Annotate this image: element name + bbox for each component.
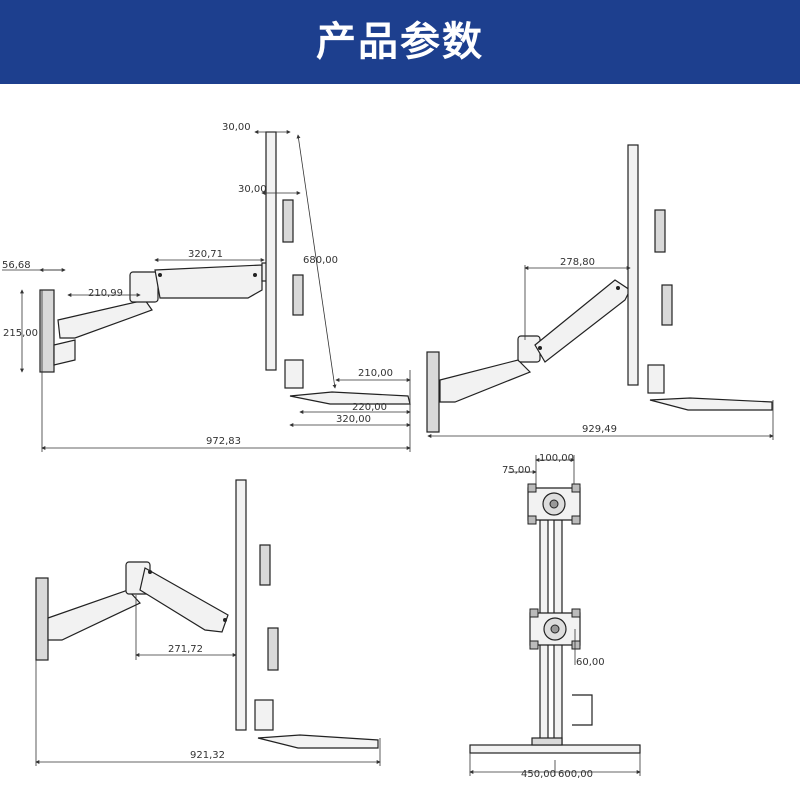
dim-label: 56,68	[2, 260, 31, 271]
dim-label: 220,00	[352, 402, 387, 413]
header-banner: 产品参数	[0, 0, 800, 84]
view-side-lowered: 271,72 921,32	[35, 479, 381, 766]
dim-label: 215,00	[3, 328, 38, 339]
view-side-raised: 278,80 929,49	[426, 144, 774, 440]
lower-vesa-mount	[292, 274, 304, 316]
dim-label: 100,00	[539, 453, 574, 464]
dim-label: 271,72	[168, 644, 203, 655]
wall-plate	[426, 351, 440, 433]
dim-label: 278,80	[560, 257, 595, 268]
view-front: 100,00 75,00 60,00 450,00 600,00	[469, 453, 641, 780]
pole-base	[647, 364, 665, 394]
keyboard-tray	[289, 391, 411, 405]
dim-label: 921,32	[190, 750, 225, 761]
upper-vesa-mount	[654, 209, 666, 253]
gas-spring-arm	[534, 279, 631, 363]
gas-spring-arm	[139, 567, 229, 633]
dim-label: 30,00	[222, 122, 251, 133]
gas-spring-arm	[154, 264, 263, 299]
dim-label: 450,00	[521, 769, 556, 780]
lower-vesa-mount	[661, 284, 673, 326]
first-arm	[439, 359, 532, 403]
vertical-pole	[235, 479, 247, 731]
pole-base	[254, 699, 274, 731]
dim-label: 929,49	[582, 424, 617, 435]
wall-bracket	[53, 339, 76, 366]
wall-plate	[39, 289, 55, 373]
dim-label: 60,00	[576, 657, 605, 668]
view-side-extended: 30,00 30,00 680,00 56,68 320,71 210,99 2…	[2, 122, 411, 452]
dim-label: 600,00	[558, 769, 593, 780]
pole-base	[284, 359, 304, 389]
vertical-pole	[265, 131, 277, 371]
tray-bracket	[531, 737, 563, 746]
dim-label: 320,00	[336, 414, 371, 425]
upper-vesa-mount	[259, 544, 271, 586]
first-arm	[57, 299, 153, 339]
dim-label: 210,00	[358, 368, 393, 379]
arm-joint	[129, 271, 159, 303]
dim-label: 972,83	[206, 436, 241, 447]
vertical-pole	[627, 144, 639, 386]
keyboard-tray-front	[469, 744, 641, 754]
keyboard-tray	[649, 397, 773, 411]
dim-label: 210,99	[88, 288, 123, 299]
cable-clip	[572, 694, 593, 726]
dim-label: 75,00	[502, 465, 531, 476]
wall-plate	[35, 577, 49, 661]
page-title: 产品参数	[316, 19, 484, 65]
dim-label: 30,00	[238, 184, 267, 195]
first-arm	[47, 589, 141, 641]
lower-vesa-mount	[267, 627, 279, 671]
keyboard-tray	[257, 734, 379, 749]
dim-label: 320,71	[188, 249, 223, 260]
upper-vesa-mount	[282, 199, 294, 243]
dim-label: 680,00	[303, 255, 338, 266]
